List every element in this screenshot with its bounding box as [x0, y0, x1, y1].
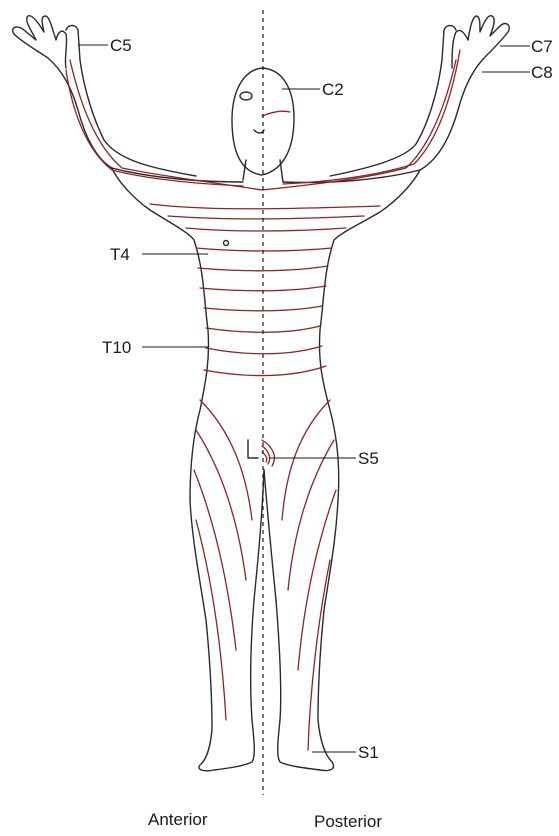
caption-anterior: Anterior [148, 810, 208, 829]
label-s5: S5 [358, 449, 379, 468]
label-c7: C7 [531, 37, 553, 56]
leader-lines [78, 45, 530, 752]
label-t10: T10 [102, 338, 131, 357]
body-outline [13, 16, 510, 771]
label-c8: C8 [531, 63, 553, 82]
label-t4: T4 [110, 245, 130, 264]
label-s1: S1 [358, 743, 379, 762]
caption-posterior: Posterior [314, 812, 382, 831]
label-c5: C5 [110, 36, 132, 55]
label-c2: C2 [322, 80, 344, 99]
